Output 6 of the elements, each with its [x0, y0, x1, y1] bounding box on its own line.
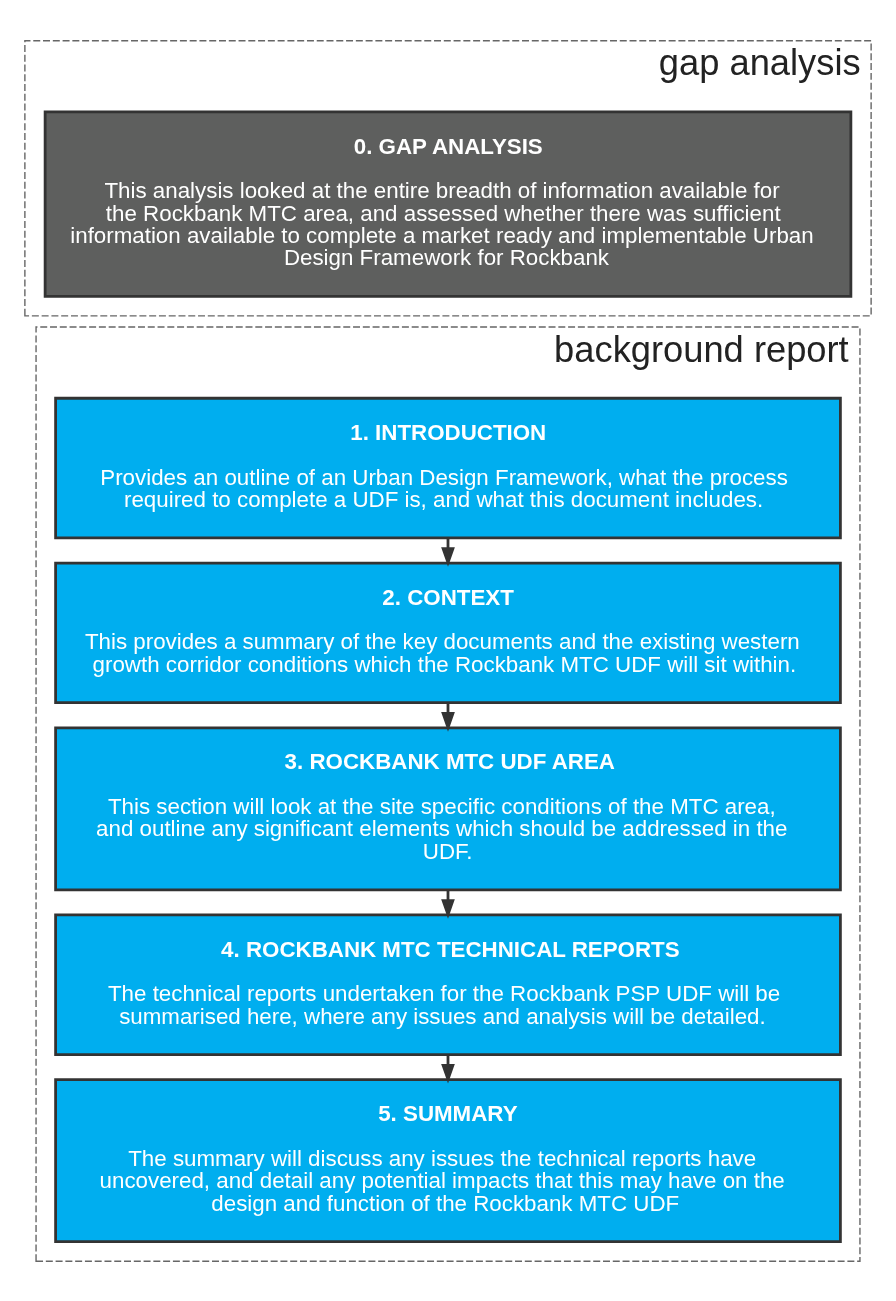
node-box: 0. GAP ANALYSIS This analysis looked at the entire breadth of information available for the Rockbank MTC area, and assessed whether there was sufficient information available to complete a market ready and implementable Urban Design Framework for Rockbank [43, 110, 853, 298]
node-box: 5. SUMMARY The summary will discuss any issues the technical reports have uncovered, and detail any potential impacts that this may have on the design and function of the Rockbank MTC UDF [54, 1077, 842, 1243]
node-box: 3. ROCKBANK MTC UDF AREA This section will look at the site specific conditions of the MTC area, and outline any significant elements which should be addressed in the UDF. [54, 725, 842, 891]
node-box: 4. ROCKBANK MTC TECHNICAL REPORTS The technical reports undertaken for the Rockbank PSP UDF will be summarised here, where any issues and analysis will be detailed. [54, 913, 842, 1056]
node-box: 2. CONTEXT This provides a summary of the key documents and the existing western growth corridor conditions which the Rockbank MTC UDF will sit within. [54, 561, 842, 704]
node-box: 1. INTRODUCTION Provides an outline of an Urban Design Framework, what the process required to complete a UDF is, and what this document includes. [54, 396, 842, 539]
